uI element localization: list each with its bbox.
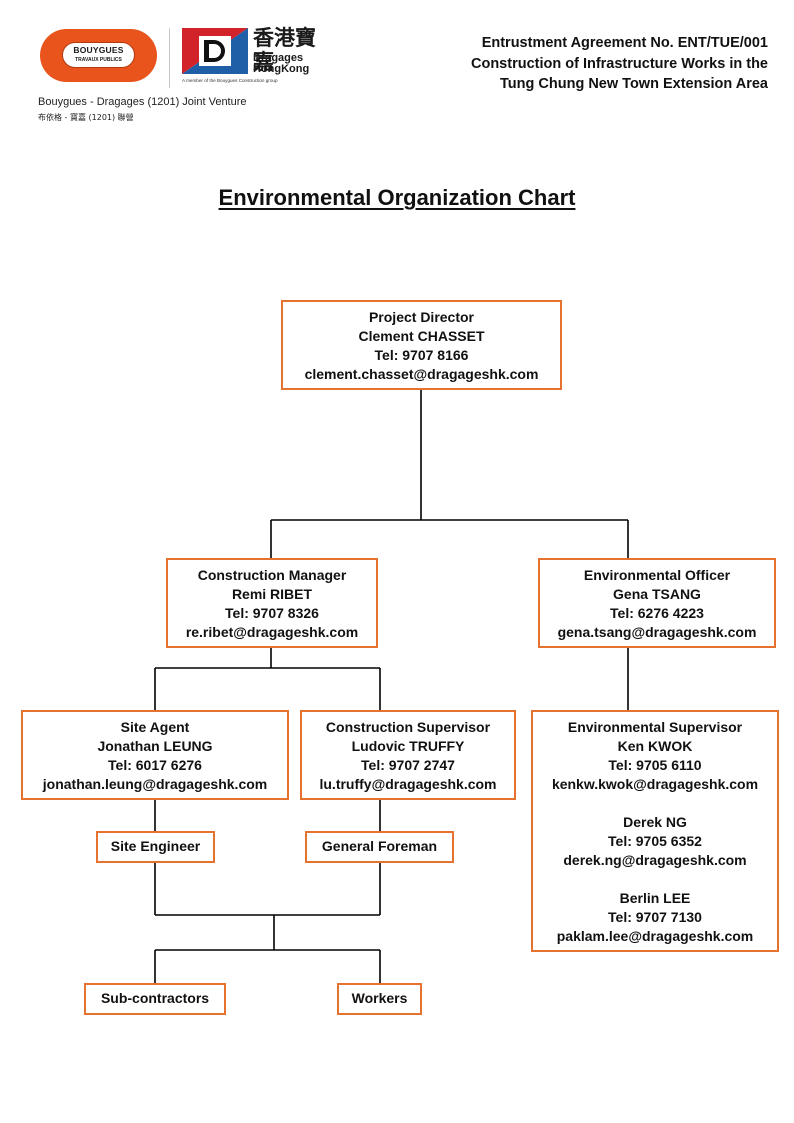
role-title: Environmental Officer <box>583 567 731 583</box>
phone-number: Tel: 9707 8166 <box>374 347 469 363</box>
phone-number: Tel: 9707 8326 <box>225 605 319 621</box>
contract-title-line2: Tung Chung New Town Extension Area <box>500 76 768 92</box>
role-title: Sub-contractors <box>100 990 210 1006</box>
phone-number: Tel: 9707 2747 <box>361 757 455 773</box>
role-title: Site Engineer <box>110 838 201 854</box>
page-title: Environmental Organization Chart <box>218 185 576 210</box>
dragages-name: Dragages HongKong <box>253 52 310 75</box>
construction-supervisor-box: Construction Supervisor Ludovic TRUFFY T… <box>300 710 516 800</box>
agreement-header: Entrustment Agreement No. ENT/TUE/001 Co… <box>368 33 768 95</box>
person-name: Derek NG <box>623 814 687 830</box>
site-engineer-box: Site Engineer <box>96 831 215 863</box>
logo-divider <box>169 28 170 88</box>
email-address: clement.chasset@dragageshk.com <box>304 366 539 382</box>
person-name: Ken KWOK <box>617 738 693 754</box>
general-foreman-box: General Foreman <box>305 831 454 863</box>
agreement-number: Entrustment Agreement No. ENT/TUE/001 <box>481 35 768 51</box>
contract-title-line1: Construction of Infrastructure Works in … <box>470 55 768 72</box>
email-address: jonathan.leung@dragageshk.com <box>42 776 268 792</box>
role-title: Workers <box>351 990 408 1006</box>
bouygues-logo-subtext: TRAVAUX PUBLICS <box>75 57 122 63</box>
email-address: gena.tsang@dragageshk.com <box>557 624 757 640</box>
joint-venture-name-chinese: 布依格 - 寶嘉 (1201) 聯營 <box>38 113 134 122</box>
phone-number: Tel: 9707 7130 <box>608 909 702 925</box>
phone-number: Tel: 6276 4223 <box>610 605 704 621</box>
company-logos: BOUYGUES TRAVAUX PUBLICS 香港寶嘉 Dragages H… <box>38 26 318 126</box>
bouygues-logo: BOUYGUES TRAVAUX PUBLICS <box>40 29 157 82</box>
environmental-officer-box: Environmental Officer Gena TSANG Tel: 62… <box>538 558 776 648</box>
person-name: Gena TSANG <box>613 586 701 602</box>
email-address: paklam.lee@dragageshk.com <box>556 928 754 944</box>
workers-box: Workers <box>337 983 422 1015</box>
person-name: Ludovic TRUFFY <box>351 738 465 754</box>
dragages-chinese-name: 香港寶嘉 <box>253 26 316 74</box>
phone-number: Tel: 9705 6352 <box>608 833 702 849</box>
role-title: Construction Manager <box>197 567 347 583</box>
dragages-tagline: A member of the Bouygues Construction gr… <box>182 78 278 83</box>
sub-contractors-box: Sub-contractors <box>84 983 226 1015</box>
email-address: derek.ng@dragageshk.com <box>563 852 747 868</box>
bouygues-logo-text: BOUYGUES <box>73 45 124 55</box>
dragages-logo <box>182 28 248 74</box>
environmental-supervisor-box: Environmental Supervisor Ken KWOK Tel: 9… <box>531 710 779 952</box>
role-title: General Foreman <box>321 838 438 854</box>
role-title: Environmental Supervisor <box>567 719 743 735</box>
project-director-box: Project Director Clement CHASSET Tel: 97… <box>281 300 562 390</box>
person-name: Berlin LEE <box>619 890 691 906</box>
phone-number: Tel: 9705 6110 <box>608 757 702 773</box>
role-title: Site Agent <box>120 719 190 735</box>
role-title: Construction Supervisor <box>325 719 491 735</box>
construction-manager-box: Construction Manager Remi RIBET Tel: 970… <box>166 558 378 648</box>
person-name: Clement CHASSET <box>358 328 485 344</box>
phone-number: Tel: 6017 6276 <box>108 757 202 773</box>
role-title: Project Director <box>368 309 475 325</box>
joint-venture-name: Bouygues - Dragages (1201) Joint Venture <box>38 96 247 108</box>
site-agent-box: Site Agent Jonathan LEUNG Tel: 6017 6276… <box>21 710 289 800</box>
email-address: kenkw.kwok@dragageshk.com <box>551 776 759 792</box>
email-address: lu.truffy@dragageshk.com <box>319 776 497 792</box>
person-name: Remi RIBET <box>231 586 313 602</box>
email-address: re.ribet@dragageshk.com <box>185 624 359 640</box>
person-name: Jonathan LEUNG <box>97 738 213 754</box>
